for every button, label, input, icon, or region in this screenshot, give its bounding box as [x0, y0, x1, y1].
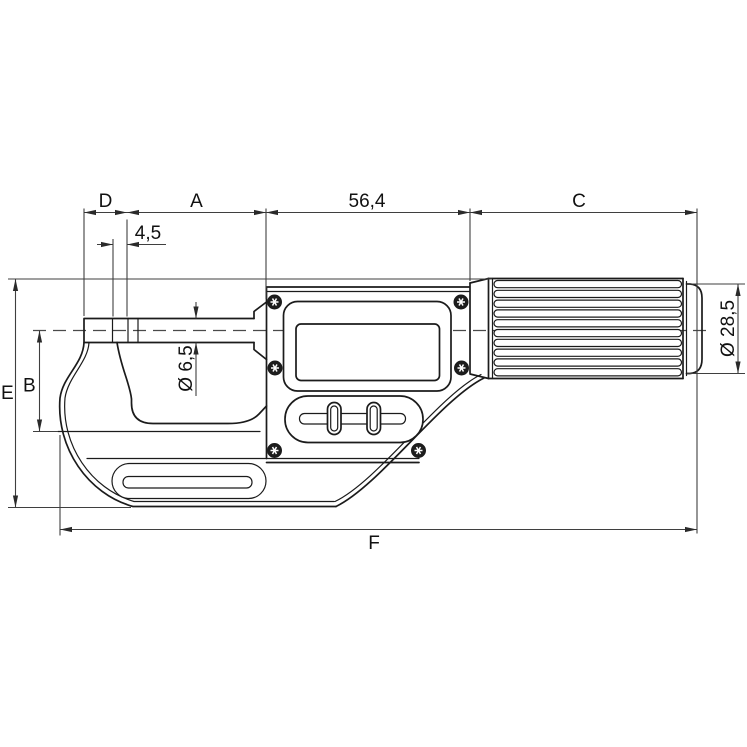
- dimension-annotations: D A 56,4 C 4,5 E B: [1, 191, 745, 554]
- spindle-and-anvil: [83, 317, 255, 344]
- screw-icon: [267, 443, 282, 458]
- extension-lines: [8, 208, 745, 536]
- dim-label-spindle-diameter: Ø 6,5: [176, 345, 197, 391]
- dimension-spindle-diameter: Ø 6,5: [176, 302, 199, 396]
- dimension-b: B: [23, 330, 43, 432]
- screws: [267, 294, 469, 458]
- handle-end-cap: [682, 277, 703, 380]
- display-panel: [282, 300, 452, 392]
- handle-grip: [487, 277, 684, 380]
- dim-label-body-width: 56,4: [349, 191, 386, 212]
- dimension-anvil-offset: 4,5: [97, 223, 166, 248]
- body-housing: [86, 282, 471, 464]
- dim-label-handle-diameter: Ø 28,5: [718, 300, 739, 357]
- frame-outline: [57, 341, 485, 508]
- dim-label-anvil-offset: 4,5: [135, 223, 161, 244]
- micrometer-device: [57, 277, 703, 508]
- lcd-screen: [295, 323, 441, 382]
- dimension-e: E: [1, 279, 19, 508]
- spindle-cone: [253, 301, 268, 361]
- dimension-handle-diameter: Ø 28,5: [718, 284, 741, 374]
- dim-label-f: F: [368, 533, 380, 554]
- screw-icon: [411, 443, 426, 458]
- screw-icon: [453, 294, 469, 310]
- dim-label-b: B: [23, 376, 36, 397]
- grip-ribs: [493, 279, 683, 377]
- slider-slot: [298, 412, 407, 425]
- button-left-inner: [330, 405, 339, 432]
- button-panel: [284, 395, 424, 444]
- base-plate: [111, 462, 267, 500]
- dim-label-a: A: [190, 191, 203, 212]
- screw-icon: [267, 294, 282, 310]
- dimension-f: F: [60, 526, 697, 554]
- dim-label-c: C: [572, 191, 586, 212]
- screw-icon: [267, 360, 283, 376]
- top-dimension-chain: D A 56,4 C: [84, 191, 697, 216]
- handle-cone: [469, 277, 494, 380]
- base-slot-inner: [122, 475, 253, 489]
- button-right-inner: [369, 405, 378, 432]
- dim-label-e: E: [1, 383, 14, 404]
- screw-icon: [454, 360, 469, 376]
- dim-label-d: D: [99, 191, 113, 212]
